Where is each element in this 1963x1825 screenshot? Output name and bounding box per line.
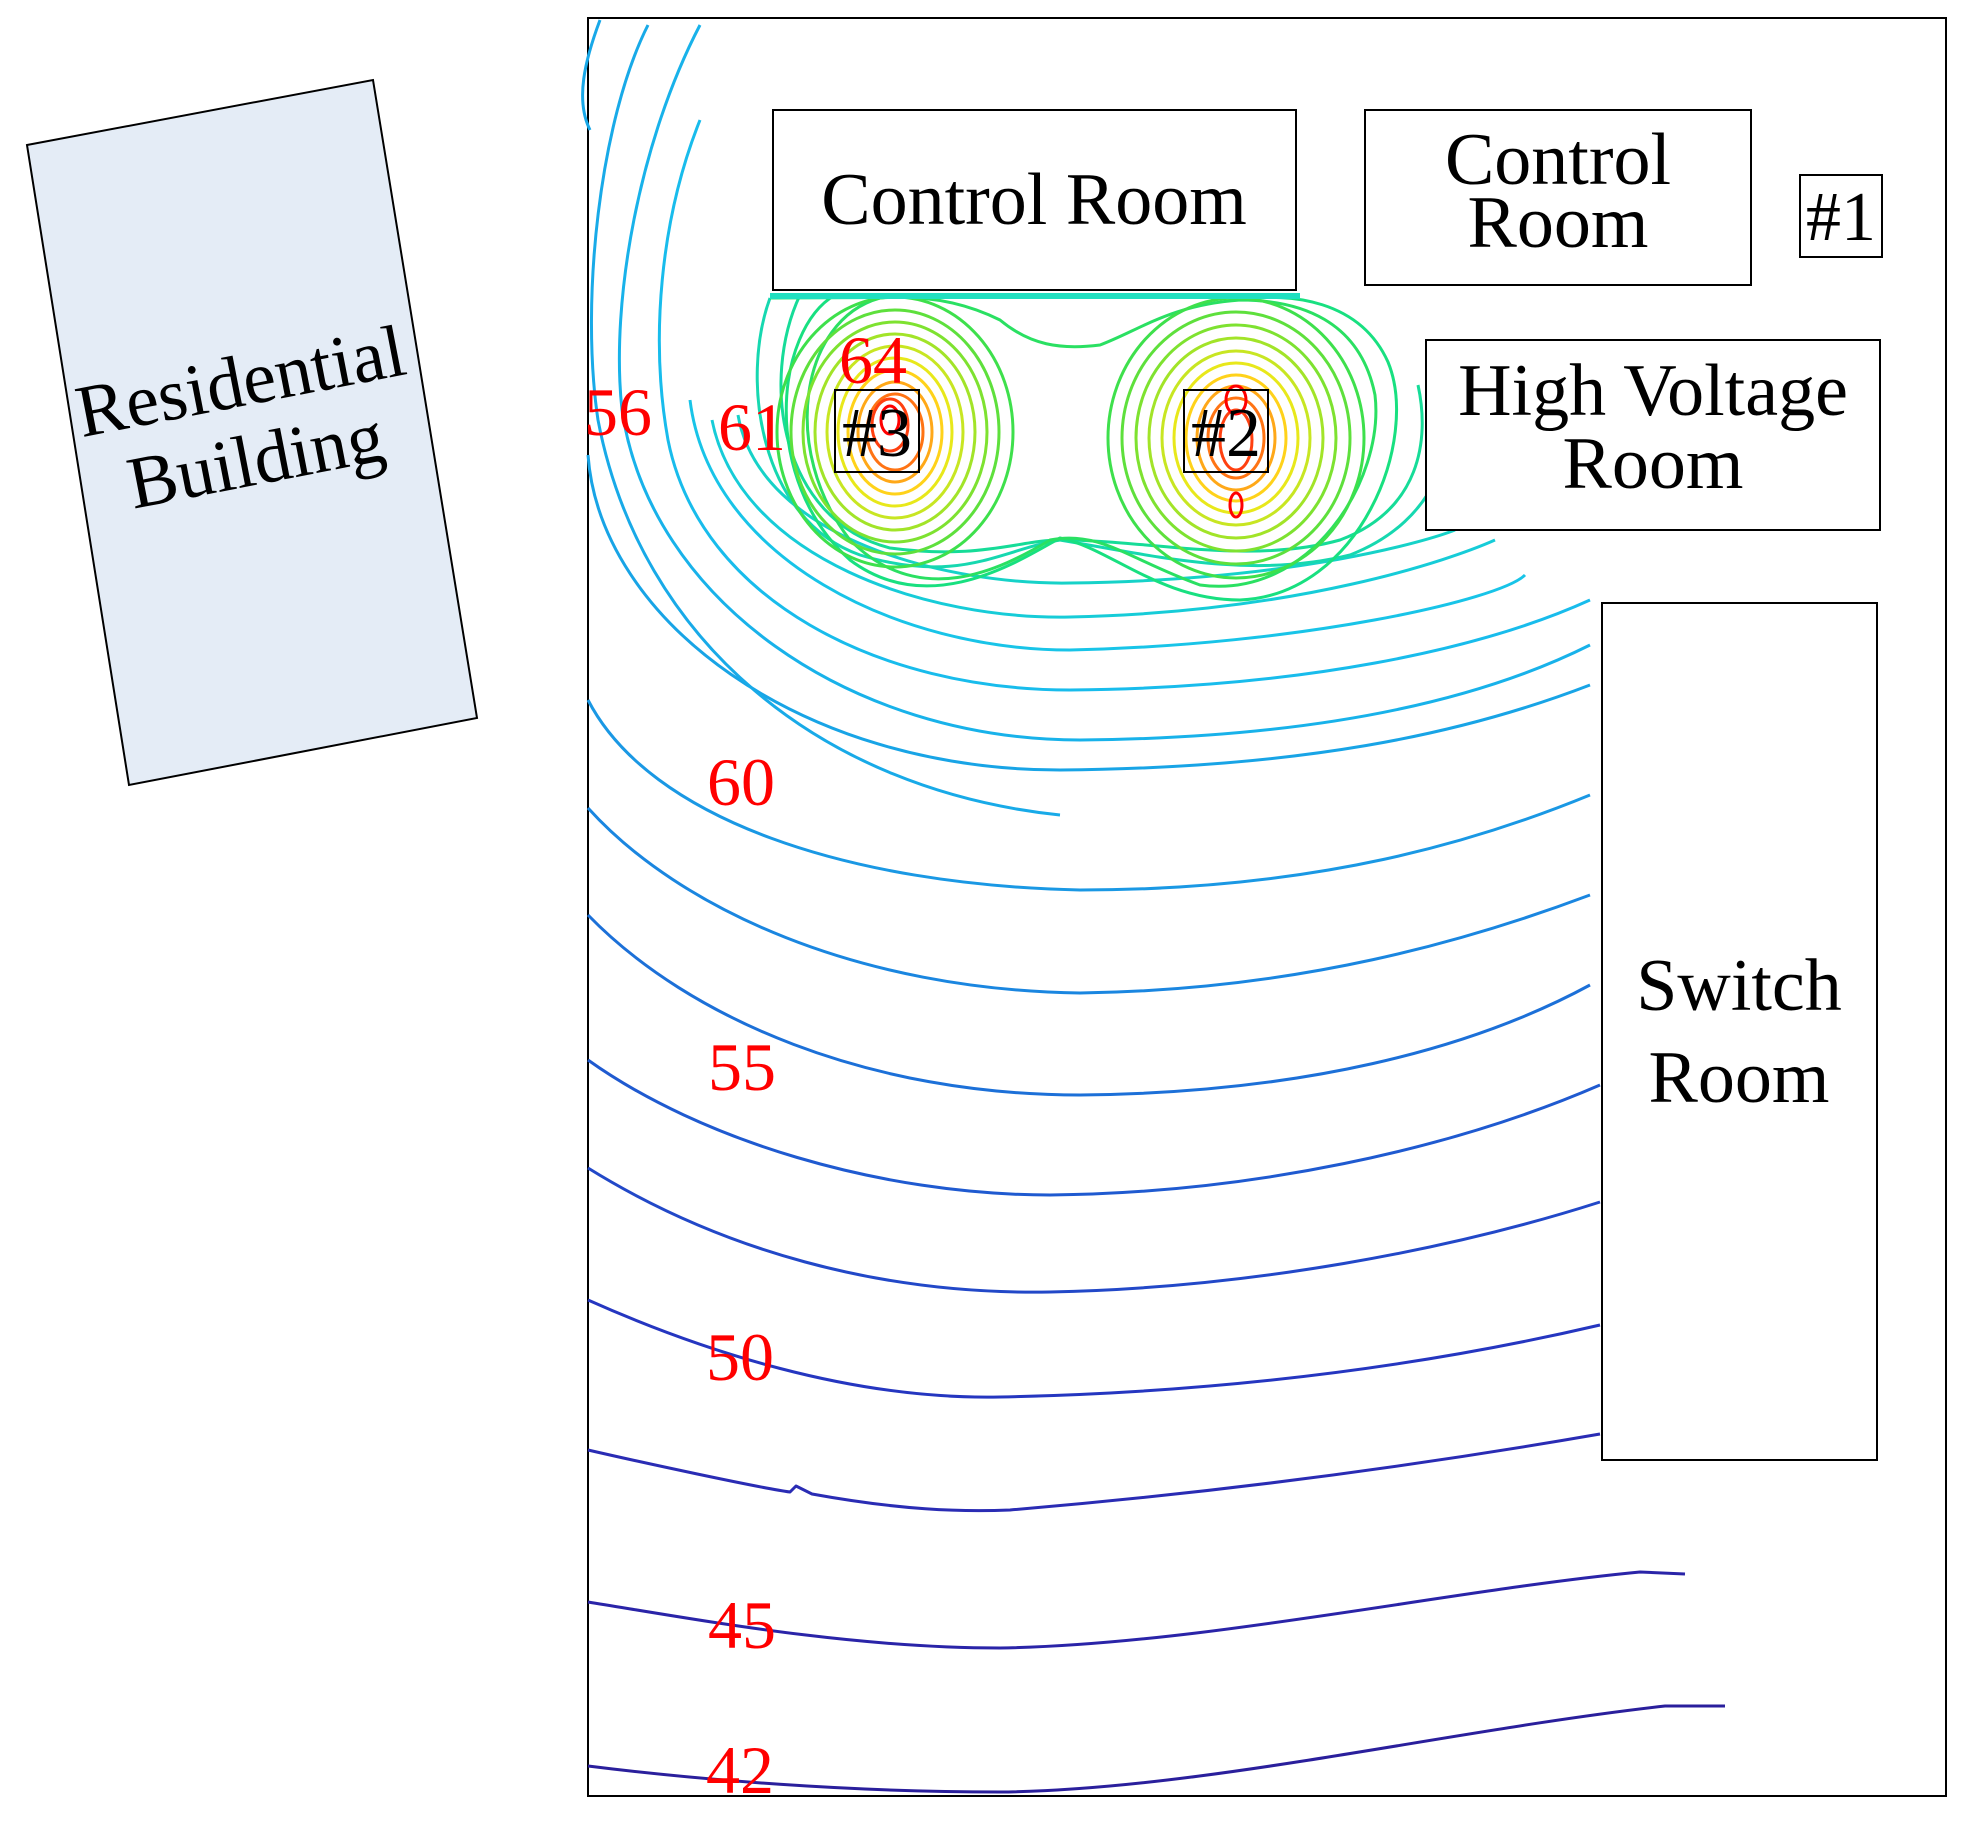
transformer-3-label: #3 [842,395,912,472]
switch-room: Switch Room [1601,602,1878,1461]
contour-line [586,806,1591,995]
switch-room-box [1601,602,1878,1461]
contour-label-56: 56 [584,374,652,450]
transformer-3: #3 [834,389,920,473]
control-room-small: Control Room [1364,109,1752,286]
contour-line [1228,491,1244,519]
contour-label-45: 45 [708,1587,776,1663]
contour-line [1184,373,1288,503]
contour-line [587,1432,1601,1513]
contour-line [1172,361,1300,515]
contour-line [856,380,934,484]
switch-room-label-line2: Room [1649,1037,1830,1119]
contour-line [1147,336,1325,540]
control-room-small-label-line1: Control [1445,119,1671,201]
contour-line [1218,408,1254,472]
contour-line [825,344,965,520]
transformer-1-label: #1 [1806,179,1876,256]
contour-line [1206,396,1266,480]
contour-label-61: 61 [718,389,786,465]
control-room-main-label: Control Room [821,159,1247,241]
residential-building: Residential Building [25,78,479,787]
transformer-3-box [834,389,920,473]
contour-line [879,404,901,436]
residential-building-shape [25,78,479,787]
contour-line [870,397,910,453]
contour-line [581,19,602,131]
contour-line [586,913,1591,1097]
contour-label-55: 55 [708,1029,776,1105]
contour-line [657,119,1591,692]
contour-line [801,320,989,544]
contour-line [617,24,1591,742]
control-room-main: Control Room [770,109,1300,299]
transformer-1-box [1799,174,1883,258]
contour-line [587,1166,1601,1294]
contour-line [1134,323,1338,553]
transformer-2-label: #2 [1191,395,1261,472]
control-room-main-box [772,109,1297,291]
control-room-small-box [1364,109,1752,286]
contour-line [586,699,1591,892]
contour-line [1160,349,1312,527]
high-voltage-room-box [1425,339,1881,531]
contour-line [586,454,1591,772]
transformer-2: #2 [1183,389,1269,473]
high-voltage-room: High Voltage Room [1425,339,1881,531]
contour-line [688,399,1527,652]
transformer-1: #1 [1799,174,1883,258]
control-room-small-label-line2: Room [1468,182,1649,264]
contour-line [587,1058,1601,1197]
contour-label-50: 50 [706,1319,774,1395]
contour-labels: 64 56 61 60 55 50 45 42 [584,322,907,1808]
high-voltage-room-label-line2: Room [1563,423,1744,505]
contour-lines [581,19,1725,1794]
switch-room-label-line1: Switch [1636,945,1842,1027]
transformer-2-box [1183,389,1269,473]
site-boundary [587,17,1947,1797]
contour-line [846,368,944,496]
contour-line [587,1570,1686,1650]
contour-line [1224,384,1248,416]
contour-line [587,1298,1601,1399]
contour-line [836,356,954,508]
contour-line [589,24,1061,817]
contour-line [710,419,1496,619]
contour-label-42: 42 [706,1732,774,1808]
contour-label-64: 64 [839,322,907,398]
contour-line [587,1704,1725,1794]
contour-line [784,293,1398,602]
high-voltage-room-label-line1: High Voltage [1458,350,1848,432]
contour-line [865,392,925,472]
contour-label-60: 60 [707,744,775,820]
contour-line [1120,310,1352,566]
contour-line [813,332,977,532]
contour-line [789,308,1001,556]
